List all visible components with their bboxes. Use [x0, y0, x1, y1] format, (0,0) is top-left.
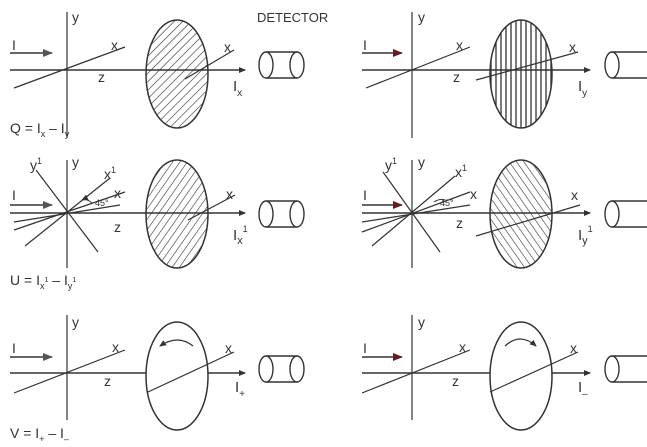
angle-label: 45° [440, 198, 454, 208]
output-intensity-label: I– [578, 379, 588, 400]
rotation-arrow-ccw [159, 339, 194, 347]
x-axis-ext [489, 351, 579, 393]
output-intensity-label: I+ [235, 379, 245, 400]
z-label: z [452, 373, 459, 389]
detector-label: DETECTOR [257, 10, 328, 25]
x-axis-ext [187, 194, 236, 221]
x1-axis [24, 177, 111, 247]
z-label: z [104, 373, 111, 389]
input-intensity-label: I [12, 340, 16, 356]
angle-arc [433, 198, 446, 203]
panel-v-right: I y x z x I– [361, 314, 647, 431]
waveplate-filter [145, 321, 209, 431]
x-label-2: x [570, 340, 577, 356]
input-intensity-label: I [12, 187, 16, 203]
x-axis [361, 349, 471, 394]
x-label-2: x [569, 39, 576, 55]
output-intensity-label: Ix1 [233, 224, 248, 247]
x-label: x [470, 186, 477, 202]
y1-label: y1 [385, 156, 397, 173]
x-axis [13, 349, 126, 394]
y1-label: y1 [30, 156, 42, 173]
z-label: z [456, 215, 463, 231]
x-label-2: x [571, 187, 578, 203]
x-axis-ext [475, 204, 581, 237]
detector-icon [258, 51, 305, 79]
equation-u: U = Ix1 – Iy1 [10, 272, 76, 291]
detector-icon [258, 200, 305, 228]
x-axis [361, 191, 471, 233]
x-axis-ext [184, 49, 235, 80]
input-intensity-label: I [363, 37, 367, 53]
x-label-2: x [224, 39, 231, 55]
rotation-arrow-cw [504, 338, 537, 347]
equation-v: V = I+ – I– [10, 425, 69, 444]
equation-q: Q = Ix – Iy [10, 120, 70, 139]
x-axis-ext [147, 351, 235, 393]
polarizer-filter [489, 19, 553, 129]
panel-q-right: I y x z x Iy [362, 9, 647, 138]
polarizer-filter [489, 159, 553, 269]
y-label: y [72, 314, 79, 330]
detector-icon [604, 200, 647, 228]
x-label-2: x [226, 186, 233, 202]
waveplate-filter [489, 321, 553, 431]
y-label: y [418, 9, 425, 25]
detector-icon [604, 51, 647, 79]
panel-q-left: I y x z x Ix [10, 9, 305, 138]
x1-label: x1 [455, 163, 467, 180]
polarizer-filter [145, 159, 209, 269]
x-label: x [111, 37, 118, 53]
z-label: z [98, 69, 105, 85]
angle-label: 45° [95, 198, 109, 208]
panel-v-left: I y x z x I+ [10, 314, 305, 431]
y-label: y [418, 314, 425, 330]
input-intensity-label: I [363, 340, 367, 356]
x1-label: x1 [104, 165, 116, 182]
panel-u-left: 45° I y1 y x1 x z x Ix1 [10, 154, 305, 269]
y-label: y [72, 9, 79, 25]
z-label: z [114, 219, 121, 235]
x-label: x [112, 339, 119, 355]
x-axis [365, 46, 471, 89]
input-intensity-label: I [363, 187, 367, 203]
panel-u-right: 45° I y1 y x1 x z x Iy1 [361, 154, 647, 269]
output-intensity-label: Iy [578, 78, 587, 99]
output-intensity-label: Iy1 [578, 224, 593, 247]
detector-icon [604, 355, 647, 383]
output-intensity-label: Ix [233, 78, 242, 99]
detector-icon [258, 355, 305, 383]
polarizer-filter [145, 19, 209, 129]
x-label: x [456, 37, 463, 53]
y1-axis [35, 169, 99, 253]
y-label: y [72, 154, 79, 170]
x-axis-ext [475, 51, 579, 81]
x-label: x [459, 339, 466, 355]
x-label: x [114, 185, 121, 201]
x-axis [13, 46, 126, 89]
x-label-2: x [225, 340, 232, 356]
input-intensity-label: I [12, 37, 16, 53]
y-label: y [418, 154, 425, 170]
z-label: z [453, 69, 460, 85]
x1-axis [371, 175, 456, 247]
angle-arc [81, 194, 93, 204]
